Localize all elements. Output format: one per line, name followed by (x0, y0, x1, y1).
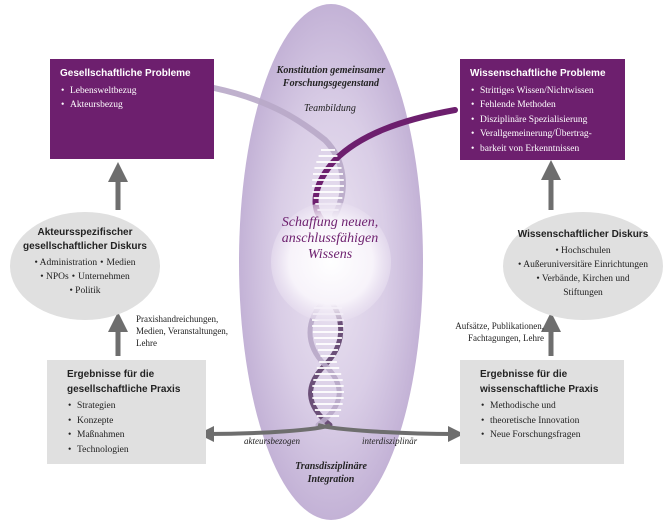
core-text: Schaffung neuen, anschlussfähigen Wissen… (270, 215, 390, 263)
item-list: Strategien Konzepte Maßnahmen Technologi… (67, 399, 196, 457)
label-line: Lehre (136, 338, 157, 348)
label-praxis-transfer: Praxishandreichungen, Medien, Veranstalt… (136, 313, 228, 349)
list-item: Lebensweltbezug (61, 84, 204, 99)
box-title-line-1: Ergebnisse für die (480, 369, 568, 380)
list-item: Neue Forschungsfragen (481, 428, 614, 443)
list-item: Disziplinäre Spezialisierung (471, 113, 615, 128)
box-title: Gesellschaftliche Probleme (60, 68, 191, 79)
inst-ausseruniversitaer: Außeruniversitäre Einrichtungen (523, 260, 648, 270)
item-list: Lebensweltbezug Akteursbezug (60, 84, 204, 113)
label-line: Aufsätze, Publikationen, (455, 321, 544, 331)
oval-row: • Außeruniversitäre Einrichtungen (518, 260, 648, 270)
inst-stiftungen: Stiftungen (563, 288, 603, 298)
list-item: Strittiges Wissen/Nichtwissen (471, 84, 615, 99)
item-list: Strittiges Wissen/Nichtwissen Fehlende M… (470, 84, 615, 157)
core-line: Wissens (307, 247, 353, 262)
title-line: Transdisziplinäre (295, 461, 367, 472)
list-item: Fehlende Methoden (471, 98, 615, 113)
actor-politik: Politik (75, 286, 101, 296)
label-wiss-transfer: Aufsätze, Publikationen, Fachtagungen, L… (446, 320, 544, 344)
dna-helix (198, 85, 464, 442)
box-title-line-2: gesellschaftliche Praxis (67, 383, 181, 395)
list-item: Konzepte (68, 414, 196, 429)
title-line: Integration (307, 474, 355, 485)
inst-verbaende: Verbände, Kirchen und (541, 274, 630, 284)
label-interdisziplinaer: interdisziplinär (362, 436, 418, 446)
oval-akteurs-diskurs: Akteursspezifischer gesellschaftlicher D… (10, 212, 160, 320)
box-title: Wissenschaftliche Probleme (470, 68, 606, 79)
oval-title-line-2: gesellschaftlicher Diskurs (23, 241, 147, 252)
list-item: Maßnahmen (68, 428, 196, 443)
label-line: Praxishandreichungen, (136, 314, 219, 324)
oval-row: • Verbände, Kirchen und (536, 274, 630, 284)
box-ergebnisse-wissenschaftliche-praxis: Ergebnisse für die wissenschaftliche Pra… (460, 360, 624, 464)
box-title-line-2: wissenschaftliche Praxis (480, 383, 599, 395)
title-line: Konstitution gemeinsamer (276, 65, 386, 76)
list-item: Methodische und (481, 399, 614, 414)
box-wissenschaftliche-probleme: Wissenschaftliche Probleme Strittiges Wi… (460, 59, 625, 160)
core-circle (271, 202, 391, 322)
oval-row: • NPOs•Unternehmen (40, 272, 130, 282)
actor-unternehmen: Unternehmen (78, 272, 130, 282)
oval-row: • Politik (69, 286, 101, 296)
helix-strand-faint (211, 85, 346, 218)
list-item-continuation: theoretische Innovation (481, 414, 614, 429)
center-top-title: Konstitution gemeinsamer Forschungsgegen… (256, 64, 406, 90)
list-item: Akteursbezug (61, 98, 204, 113)
box-title-line-1: Ergebnisse für die (67, 369, 155, 380)
label-line: Medien, Veranstaltungen, (136, 326, 229, 336)
arrow-interdisziplinaer (317, 423, 464, 442)
oval-wiss-diskurs: Wissenschaftlicher Diskurs • Hochschulen… (503, 212, 663, 320)
oval-title-line-1: Akteursspezifischer (37, 227, 133, 238)
actor-administration: Administration (39, 258, 98, 268)
core-line: Schaffung neuen, (281, 215, 379, 230)
list-item: Strategien (68, 399, 196, 414)
center-bottom-title: Transdisziplinäre Integration (266, 460, 396, 486)
list-item: Technologien (68, 443, 196, 458)
oval-title: Wissenschaftlicher Diskurs (517, 229, 649, 240)
label-line: Fachtagungen, Lehre (468, 333, 544, 343)
actor-npos: NPOs (45, 272, 69, 282)
label-teambildung: Teambildung (304, 103, 356, 114)
title-line: Forschungsgegenstand (282, 78, 380, 89)
label-akteursbezogen: akteursbezogen (244, 436, 300, 446)
item-list: Methodische und theoretische Innovation … (480, 399, 614, 443)
box-gesellschaftliche-probleme: Gesellschaftliche Probleme Lebensweltbez… (50, 59, 214, 159)
core-line: anschlussfähigen (281, 231, 379, 246)
oval-row: • Administration•Medien (34, 258, 136, 268)
oval-row: Stiftungen (503, 286, 663, 300)
helix-strand-dark (312, 107, 458, 223)
list-item-continuation: barkeit von Erkenntnissen (471, 142, 615, 157)
list-item: Verallgemeinerung/Übertrag- (471, 127, 615, 142)
actor-medien: Medien (106, 258, 136, 268)
oval-row: • Hochschulen (555, 246, 611, 256)
box-ergebnisse-gesellschaftliche-praxis: Ergebnisse für die gesellschaftliche Pra… (47, 360, 206, 464)
inst-hochschulen: Hochschulen (561, 246, 611, 256)
